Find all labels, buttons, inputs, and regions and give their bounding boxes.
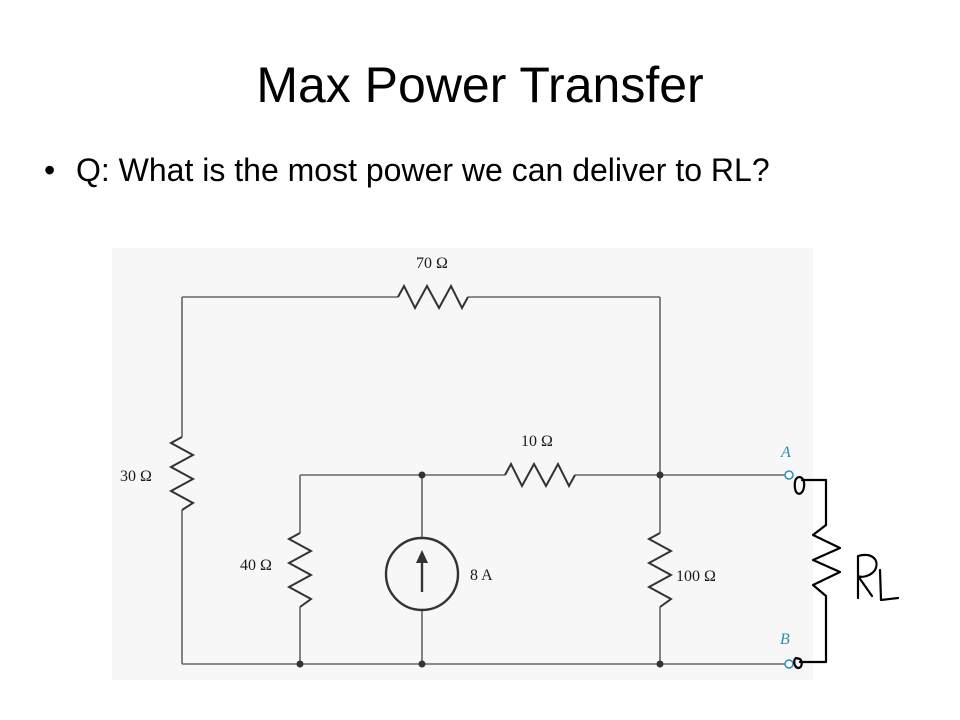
current-source-arrowhead [416, 550, 428, 563]
label-node-a: A [780, 444, 791, 461]
junction-dots [296, 471, 664, 668]
resistor-40-ohm [286, 532, 314, 608]
terminal-a [784, 470, 794, 480]
slide-title: Max Power Transfer [256, 57, 704, 113]
circuit-image-panel [112, 248, 813, 680]
terminal-b [784, 659, 794, 669]
label-40-ohm: 40 Ω [240, 557, 272, 574]
label-100-ohm: 100 Ω [676, 568, 716, 585]
resistor-30-ohm [168, 436, 196, 511]
bullet-text: Q: What is the most power we can deliver… [76, 152, 770, 188]
bullet-dot: • [44, 152, 56, 188]
label-8-amp: 8 A [470, 567, 493, 584]
circuit-wires [181, 296, 785, 665]
resistor-70-ohm [397, 283, 469, 311]
resistor-10-ohm [504, 461, 576, 489]
hand-drawn-load [793, 475, 900, 670]
label-70-ohm: 70 Ω [416, 255, 448, 272]
bullet-item: • Q: What is the most power we can deliv… [44, 148, 884, 192]
resistor-100-ohm [646, 532, 674, 608]
current-source-circle [384, 536, 460, 612]
label-30-ohm: 30 Ω [120, 468, 152, 485]
label-10-ohm: 10 Ω [521, 433, 553, 450]
label-node-b: B [780, 631, 790, 648]
